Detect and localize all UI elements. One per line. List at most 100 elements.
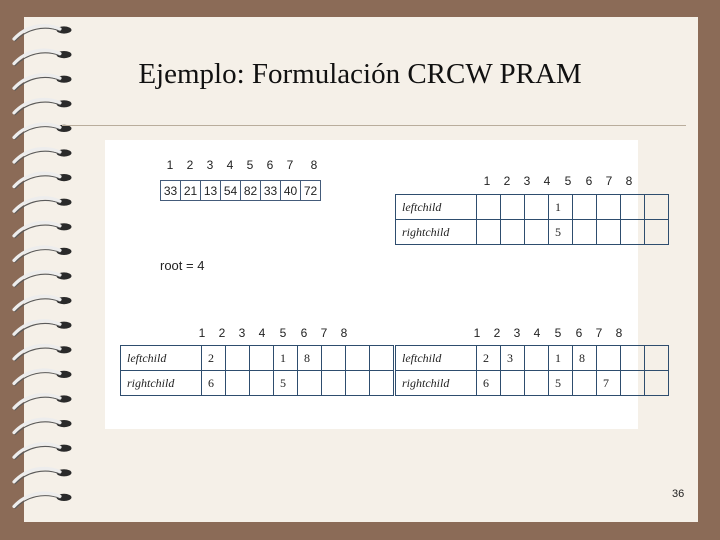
spiral-ring	[12, 466, 72, 485]
table-cell	[500, 370, 525, 396]
index-label: 5	[279, 326, 287, 340]
spiral-ring	[12, 319, 72, 337]
index-label: 5	[554, 326, 562, 340]
table-cell: 1	[273, 345, 298, 371]
table-cell	[225, 345, 250, 371]
index-label: 1	[483, 174, 491, 188]
spiral-ring	[12, 73, 72, 91]
table-cell	[476, 194, 501, 220]
table-cell	[524, 345, 549, 371]
index-label: 4	[543, 174, 551, 188]
array-cell: 33	[260, 180, 281, 201]
row-label: rightchild	[395, 370, 477, 396]
table-cell	[369, 345, 394, 371]
table-cell	[297, 370, 322, 396]
table-cell	[345, 370, 370, 396]
spiral-ring	[12, 294, 72, 313]
table-cell: 5	[548, 219, 573, 245]
table-cell	[225, 370, 250, 396]
table-cell	[644, 194, 669, 220]
spiral-ring	[12, 270, 72, 288]
leftchild-row: leftchild 2 1 8	[120, 345, 394, 371]
index-label: 1	[473, 326, 481, 340]
table-cell	[249, 370, 274, 396]
table-cell: 1	[548, 345, 573, 371]
spiral-ring	[12, 343, 72, 362]
index-label: 8	[340, 326, 348, 340]
spiral-ring	[12, 122, 72, 140]
array-cell: 72	[300, 180, 321, 201]
index-label: 4	[533, 326, 541, 340]
table-cell	[620, 219, 645, 245]
table-cell	[620, 194, 645, 220]
index-label: 2	[503, 174, 511, 188]
spiral-ring	[12, 48, 72, 67]
table-cell	[500, 219, 525, 245]
leftchild-row: leftchild 1	[395, 194, 669, 220]
leftchild-row: leftchild 2 3 1 8	[395, 345, 669, 371]
table-cell	[620, 345, 645, 371]
table-cell	[572, 219, 597, 245]
rightchild-row: rightchild 6 5 7	[395, 370, 669, 396]
table-cell	[572, 194, 597, 220]
table-cell	[321, 370, 346, 396]
table-cell	[369, 370, 394, 396]
index-label: 4	[226, 158, 234, 172]
table-cell	[644, 370, 669, 396]
table-cell: 3	[500, 345, 525, 371]
array-cell: 82	[240, 180, 261, 201]
spiral-ring	[12, 171, 72, 190]
spiral-ring	[12, 417, 72, 436]
table-cell	[572, 370, 597, 396]
spiral-ring	[12, 442, 72, 460]
table-cell: 2	[476, 345, 501, 371]
spiral-ring	[12, 368, 72, 386]
row-label: leftchild	[120, 345, 202, 371]
title-divider	[62, 125, 686, 126]
array-cell: 54	[220, 180, 241, 201]
table-cell: 6	[201, 370, 226, 396]
spiral-ring	[12, 196, 72, 214]
table-cell	[321, 345, 346, 371]
page-number: 36	[672, 488, 685, 500]
table-cell	[524, 219, 549, 245]
index-label: 1	[198, 326, 206, 340]
table-cell: 6	[476, 370, 501, 396]
value-array: 33 21 13 54 82 33 40 72	[160, 180, 321, 201]
row-label: rightchild	[395, 219, 477, 245]
spiral-ring	[12, 97, 72, 116]
table-cell	[644, 345, 669, 371]
table-cell	[596, 194, 621, 220]
table-cell: 5	[548, 370, 573, 396]
index-label: 5	[246, 158, 254, 172]
index-label: 7	[320, 326, 328, 340]
index-label: 6	[266, 158, 274, 172]
spiral-ring	[12, 24, 72, 42]
row-label: rightchild	[120, 370, 202, 396]
index-label: 3	[523, 174, 531, 188]
spiral-ring	[12, 147, 72, 165]
row-label: leftchild	[395, 194, 477, 220]
table-cell	[345, 345, 370, 371]
root-label: root = 4	[160, 258, 205, 273]
array-cell: 21	[180, 180, 201, 201]
index-label: 2	[186, 158, 194, 172]
array-cell: 13	[200, 180, 221, 201]
spiral-binding	[12, 24, 72, 509]
table-cell: 7	[596, 370, 621, 396]
index-label: 8	[615, 326, 623, 340]
index-label: 8	[310, 158, 318, 172]
table-cell	[524, 194, 549, 220]
table-cell: 8	[572, 345, 597, 371]
spiral-ring	[12, 245, 72, 263]
child-table-1: leftchild 1 rightchild 5	[395, 194, 669, 245]
rightchild-row: rightchild 6 5	[120, 370, 394, 396]
index-label: 8	[625, 174, 633, 188]
table-cell	[476, 219, 501, 245]
table-cell: 8	[297, 345, 322, 371]
index-label: 6	[300, 326, 308, 340]
table-cell	[596, 219, 621, 245]
table-cell: 2	[201, 345, 226, 371]
array-cell: 33	[160, 180, 181, 201]
index-label: 2	[218, 326, 226, 340]
